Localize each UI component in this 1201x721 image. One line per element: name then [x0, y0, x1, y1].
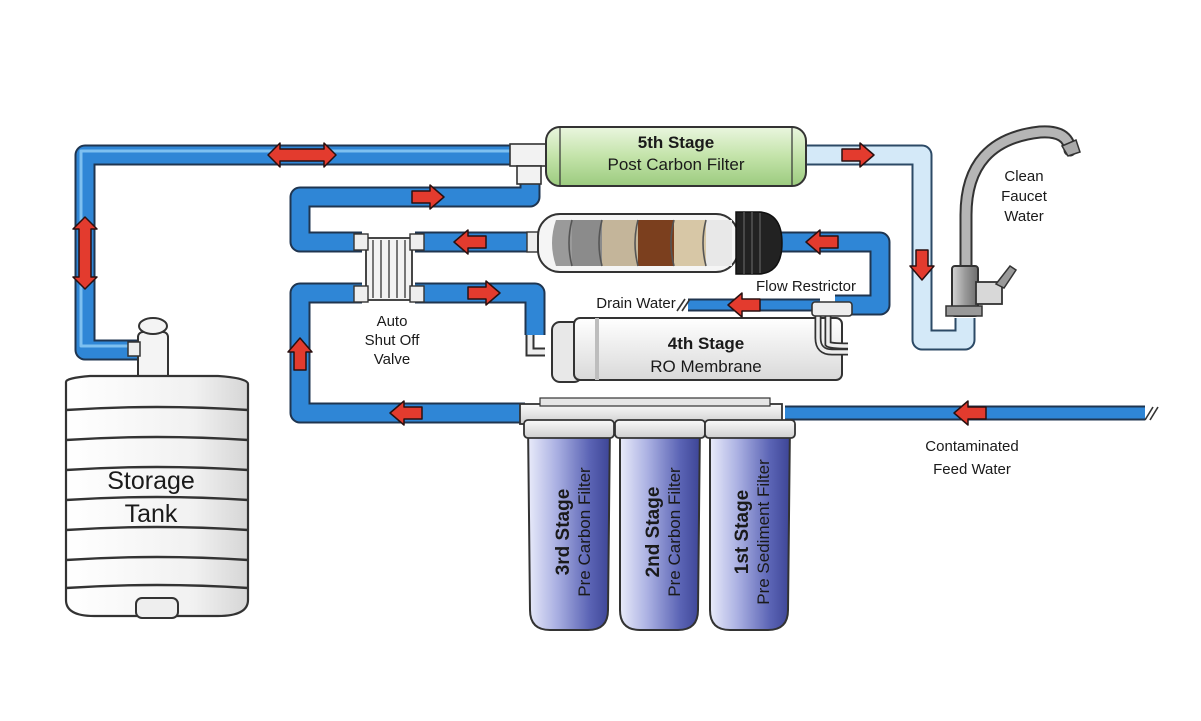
stage1-subtitle: Pre Sediment Filter [754, 459, 773, 605]
arrow-up-valve-inlet [287, 337, 313, 371]
flow-restrictor-label: Flow Restrictor [756, 278, 856, 295]
stage2-subtitle: Pre Carbon Filter [665, 467, 684, 597]
pipe-break-marks [676, 298, 1159, 421]
prefilter-to-valve-pipe [289, 282, 525, 424]
flow-arrows [72, 142, 987, 426]
feed-label-line1: Contaminated [925, 438, 1018, 455]
stage4-subtitle: RO Membrane [650, 357, 761, 376]
stage3-title: 3rd Stage [553, 489, 574, 576]
valve-label-line2: Shut Off [365, 332, 421, 349]
post-carbon-filter [509, 126, 807, 187]
auto-shut-off-valve [353, 233, 425, 303]
stage2-canister [614, 419, 706, 631]
arrow-left-drain [727, 292, 761, 318]
stage3-canister [523, 419, 615, 631]
arrow-left-feed [953, 400, 987, 426]
reject-pipe [770, 231, 891, 316]
stage1-title: 1st Stage [732, 490, 753, 574]
feed-label-line2: Feed Water [933, 461, 1011, 478]
pre-filter-manifold [519, 397, 783, 425]
ro-membrane-housing [525, 301, 853, 383]
stage5-subtitle: Post Carbon Filter [608, 155, 745, 174]
valve-label-line1: Auto [377, 313, 408, 330]
faucet-label-line3: Water [1004, 208, 1043, 225]
arrow-bidirectional-horizontal [267, 142, 337, 168]
valve-label-line3: Valve [374, 351, 410, 368]
layered-membrane-cartridge [526, 211, 783, 275]
stage5-title: 5th Stage [638, 133, 715, 152]
arrow-left-prefilter [389, 400, 423, 426]
faucet-label-line2: Faucet [1001, 188, 1048, 205]
arrow-bidirectional-vertical [72, 216, 98, 290]
tank-label-line2: Tank [125, 500, 178, 528]
arrow-right-post-filter [841, 142, 875, 168]
arrow-right-to-membrane [467, 280, 501, 306]
tank-label-line1: Storage [107, 467, 195, 495]
arrow-left-reject [805, 229, 839, 255]
arrow-right-upper-loop [411, 184, 445, 210]
stage4-title: 4th Stage [668, 334, 745, 353]
labels: 5th Stage Post Carbon Filter Clean Fauce… [107, 133, 1048, 605]
storage-tank [64, 317, 250, 619]
arrow-down-faucet [909, 249, 935, 281]
stage2-title: 2nd Stage [643, 487, 664, 578]
faucet-label-line1: Clean [1004, 168, 1043, 185]
stage3-subtitle: Pre Carbon Filter [575, 467, 594, 597]
stage1-canister [704, 419, 796, 631]
arrow-left-permeate [453, 229, 487, 255]
drain-water-label: Drain Water [596, 295, 675, 312]
faucet [945, 125, 1081, 317]
